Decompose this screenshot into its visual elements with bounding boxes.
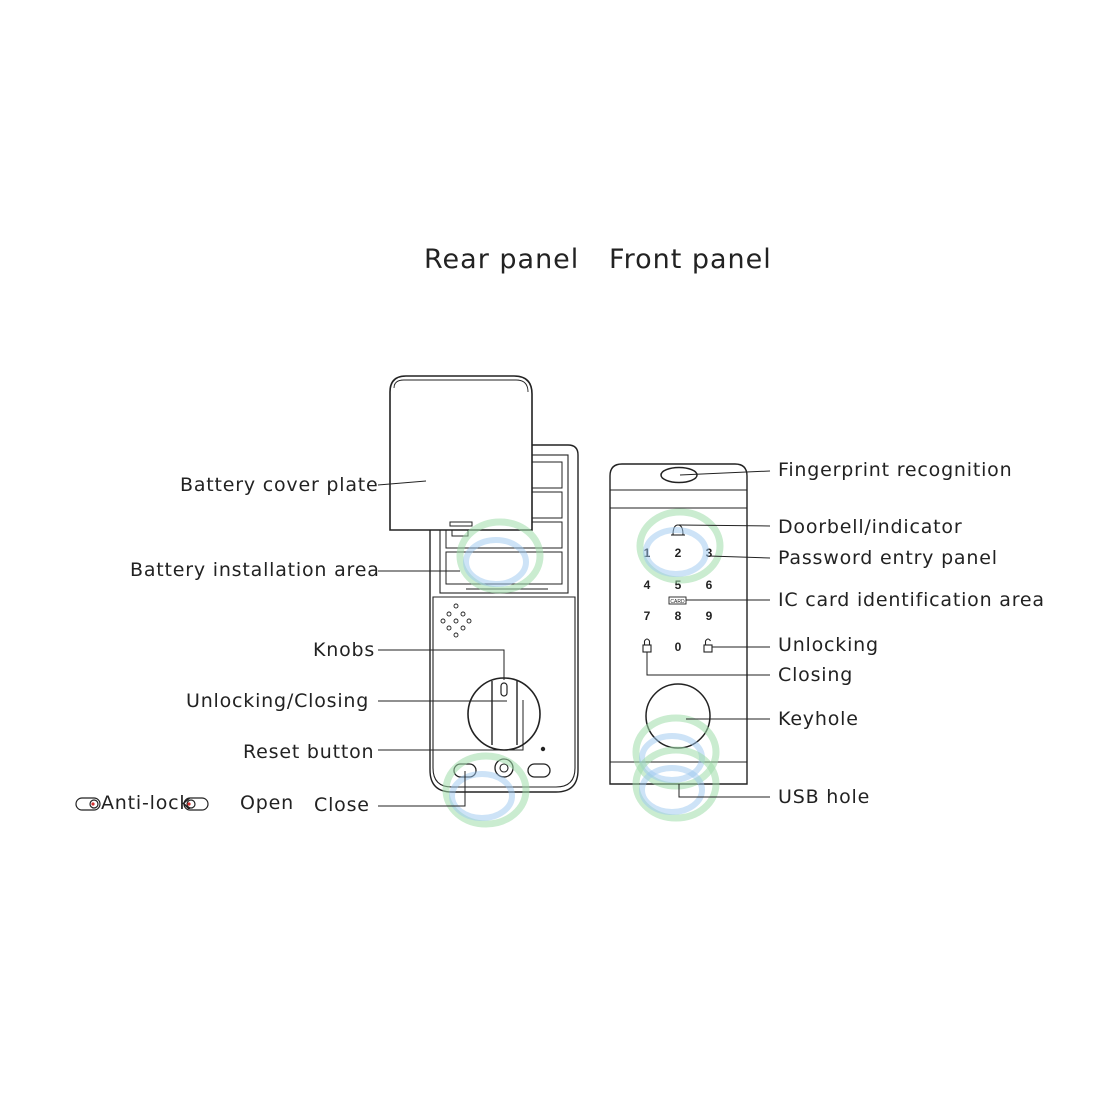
key-3: 3	[706, 546, 713, 560]
cover-latch	[449, 521, 473, 527]
label-ic-card: IC card identification area	[778, 589, 1045, 611]
open-symbol	[183, 797, 209, 811]
label-fingerprint: Fingerprint recognition	[778, 459, 1013, 481]
label-knobs: Knobs	[313, 639, 376, 661]
label-close: Close	[314, 794, 370, 816]
open-red-dot	[187, 802, 191, 806]
key-7: 7	[644, 609, 651, 623]
key-2: 2	[675, 546, 682, 560]
label-password-panel: Password entry panel	[778, 547, 998, 569]
label-keyhole: Keyhole	[778, 708, 859, 730]
key-5: 5	[675, 578, 682, 592]
rear-body	[429, 444, 579, 793]
anti-lock-symbol	[75, 797, 101, 811]
reset-hole	[540, 746, 546, 752]
close-switch	[527, 763, 551, 778]
label-open: Open	[240, 792, 294, 814]
front-body	[609, 463, 748, 785]
battery-cover-plate	[389, 375, 533, 531]
rear-lower-panel	[432, 596, 576, 788]
label-battery-cover: Battery cover plate	[180, 474, 379, 496]
label-closing: Closing	[778, 664, 854, 686]
key-6: 6	[706, 578, 713, 592]
fingerprint-sensor	[660, 466, 698, 484]
key-0: 0	[675, 640, 682, 654]
speaker-holes	[440, 603, 472, 638]
label-unlocking: Unlocking	[778, 634, 879, 656]
rear-panel-title: Rear panel	[424, 244, 580, 275]
leader-lines	[377, 470, 771, 807]
front-panel-title: Front panel	[609, 244, 772, 275]
anti-lock-red-dot	[91, 802, 95, 806]
label-doorbell: Doorbell/indicator	[778, 516, 963, 538]
key-8: 8	[675, 609, 682, 623]
label-unlocking-closing: Unlocking/Closing	[186, 690, 370, 712]
label-battery-area: Battery installation area	[130, 559, 380, 581]
unlocking-icon	[703, 638, 713, 653]
rear-panel	[389, 375, 579, 793]
knob-indicator	[500, 682, 508, 697]
key-4: 4	[644, 578, 651, 592]
label-anti-lock: Anti-lock	[101, 792, 192, 814]
label-usb-hole: USB hole	[778, 786, 871, 808]
label-reset-button: Reset button	[243, 741, 375, 763]
key-9: 9	[706, 609, 713, 623]
closing-icon	[642, 638, 652, 653]
knob	[467, 677, 541, 751]
card-label: CARD	[670, 599, 685, 605]
